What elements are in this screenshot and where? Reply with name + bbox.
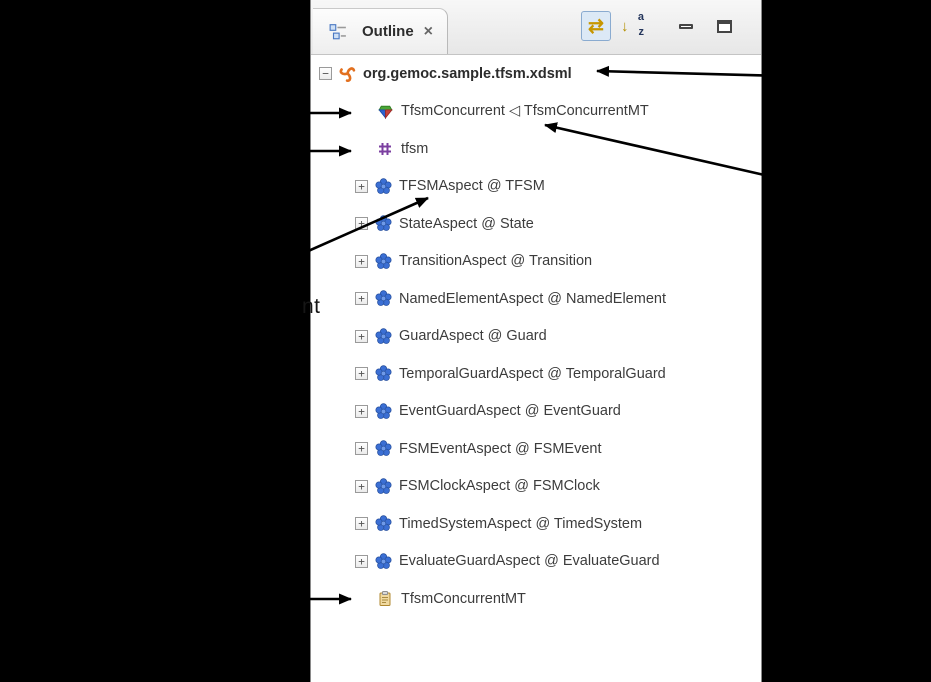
tree-item-label: StateAspect @ State — [399, 215, 534, 232]
sort-arrow-icon: ↓ — [621, 18, 629, 35]
aspect-flower-icon — [374, 252, 392, 270]
sort-letter-a: a — [637, 11, 644, 23]
sort-letter-z: z — [638, 26, 645, 38]
aspect-flower-icon — [374, 402, 392, 420]
tree-item-label: NamedElementAspect @ NamedElement — [399, 290, 666, 307]
tree-row[interactable]: + TimedSystemAspect @ TimedSystem — [311, 505, 761, 543]
package-icon — [376, 140, 394, 158]
expander-box[interactable]: + — [355, 442, 368, 456]
aspect-flower-icon — [374, 440, 392, 458]
expander-box[interactable]: + — [355, 367, 368, 381]
tree-row[interactable]: + TemporalGuardAspect @ TemporalGuard — [311, 355, 761, 393]
tab-outline-label: Outline — [362, 23, 414, 40]
expander-box[interactable]: + — [355, 254, 368, 268]
outline-view-panel: Outline × ⇄ ↓ a z − — [310, 0, 762, 682]
tab-outline[interactable]: Outline × — [313, 8, 449, 54]
minimize-icon — [679, 23, 693, 29]
tree-item-label: TransitionAspect @ Transition — [399, 253, 593, 269]
tree-item-label: TemporalGuardAspect @ TemporalGuard — [399, 365, 666, 382]
tree-item-label: FSMEventAspect @ FSMEvent — [399, 440, 602, 457]
tree-item-label: TimedSystemAspect @ TimedSystem — [399, 515, 643, 532]
link-with-editor-button[interactable]: ⇄ — [581, 11, 611, 41]
expander-box[interactable]: + — [355, 217, 368, 231]
minimize-button[interactable] — [671, 11, 701, 41]
expander-box[interactable]: + — [355, 479, 368, 493]
tree-row[interactable]: TfsmConcurrentMT — [311, 580, 761, 618]
tree-row[interactable]: + GuardAspect @ Guard — [311, 318, 761, 356]
tree-item-label: org.gemoc.sample.tfsm.xdsml — [363, 65, 572, 82]
tree-item-label: tfsm — [401, 140, 429, 157]
tree-item-label: EvaluateGuardAspect @ EvaluateGuard — [399, 553, 660, 569]
expander-box[interactable]: + — [355, 329, 368, 343]
expander-box[interactable]: − — [319, 67, 332, 81]
outline-view-icon — [329, 23, 347, 41]
link-with-editor-icon: ⇄ — [588, 15, 604, 37]
sort-button[interactable]: ↓ a z — [619, 11, 647, 41]
maximize-icon — [716, 19, 732, 33]
melange-diamond-icon — [376, 102, 394, 120]
tree-item-label: TfsmConcurrent ◁ TfsmConcurrentMT — [401, 103, 649, 119]
aspect-flower-icon — [374, 215, 392, 233]
expander-box[interactable]: + — [355, 554, 368, 568]
aspect-flower-icon — [374, 290, 392, 308]
maximize-button[interactable] — [709, 11, 739, 41]
expander-box[interactable]: + — [355, 292, 368, 306]
xdsml-swirl-icon — [338, 65, 356, 83]
tree-row[interactable]: TfsmConcurrent ◁ TfsmConcurrentMT — [311, 93, 761, 131]
tree-row[interactable]: + TFSMAspect @ TFSM — [311, 168, 761, 206]
tab-close-icon[interactable]: × — [423, 22, 434, 40]
aspect-flower-icon — [374, 477, 392, 495]
view-tab-bar: Outline × ⇄ ↓ a z — [311, 0, 761, 55]
view-toolbar: ⇄ ↓ a z — [581, 11, 739, 41]
outline-tree: − org.gemoc.sample.tfsm.xdsml TfsmConcur… — [311, 55, 761, 682]
tree-item-label: TfsmConcurrentMT — [401, 590, 526, 607]
aspect-flower-icon — [374, 515, 392, 533]
tree-item-label: GuardAspect @ Guard — [399, 328, 547, 344]
tree-row[interactable]: + EvaluateGuardAspect @ EvaluateGuard — [311, 543, 761, 581]
tree-row[interactable]: + FSMEventAspect @ FSMEvent — [311, 430, 761, 468]
tree-item-label: EventGuardAspect @ EventGuard — [399, 403, 621, 419]
aspect-flower-icon — [374, 552, 392, 570]
aspect-flower-icon — [374, 177, 392, 195]
clipboard-icon — [376, 590, 394, 608]
tree-row[interactable]: + FSMClockAspect @ FSMClock — [311, 468, 761, 506]
expander-box[interactable]: + — [355, 179, 368, 193]
expander-box[interactable]: + — [355, 404, 368, 418]
tree-row[interactable]: + TransitionAspect @ Transition — [311, 243, 761, 281]
tree-item-label: TFSMAspect @ TFSM — [399, 178, 545, 194]
tree-row[interactable]: + NamedElementAspect @ NamedElement — [311, 280, 761, 318]
aspect-flower-icon — [374, 327, 392, 345]
tree-row[interactable]: + StateAspect @ State — [311, 205, 761, 243]
tree-row[interactable]: + EventGuardAspect @ EventGuard — [311, 393, 761, 431]
tree-row[interactable]: − org.gemoc.sample.tfsm.xdsml — [311, 55, 761, 93]
expander-box[interactable]: + — [355, 517, 368, 531]
tree-item-label: FSMClockAspect @ FSMClock — [399, 478, 600, 494]
cropped-annotation-text: nt — [302, 295, 321, 318]
aspect-flower-icon — [374, 365, 392, 383]
tree-row[interactable]: tfsm — [311, 130, 761, 168]
